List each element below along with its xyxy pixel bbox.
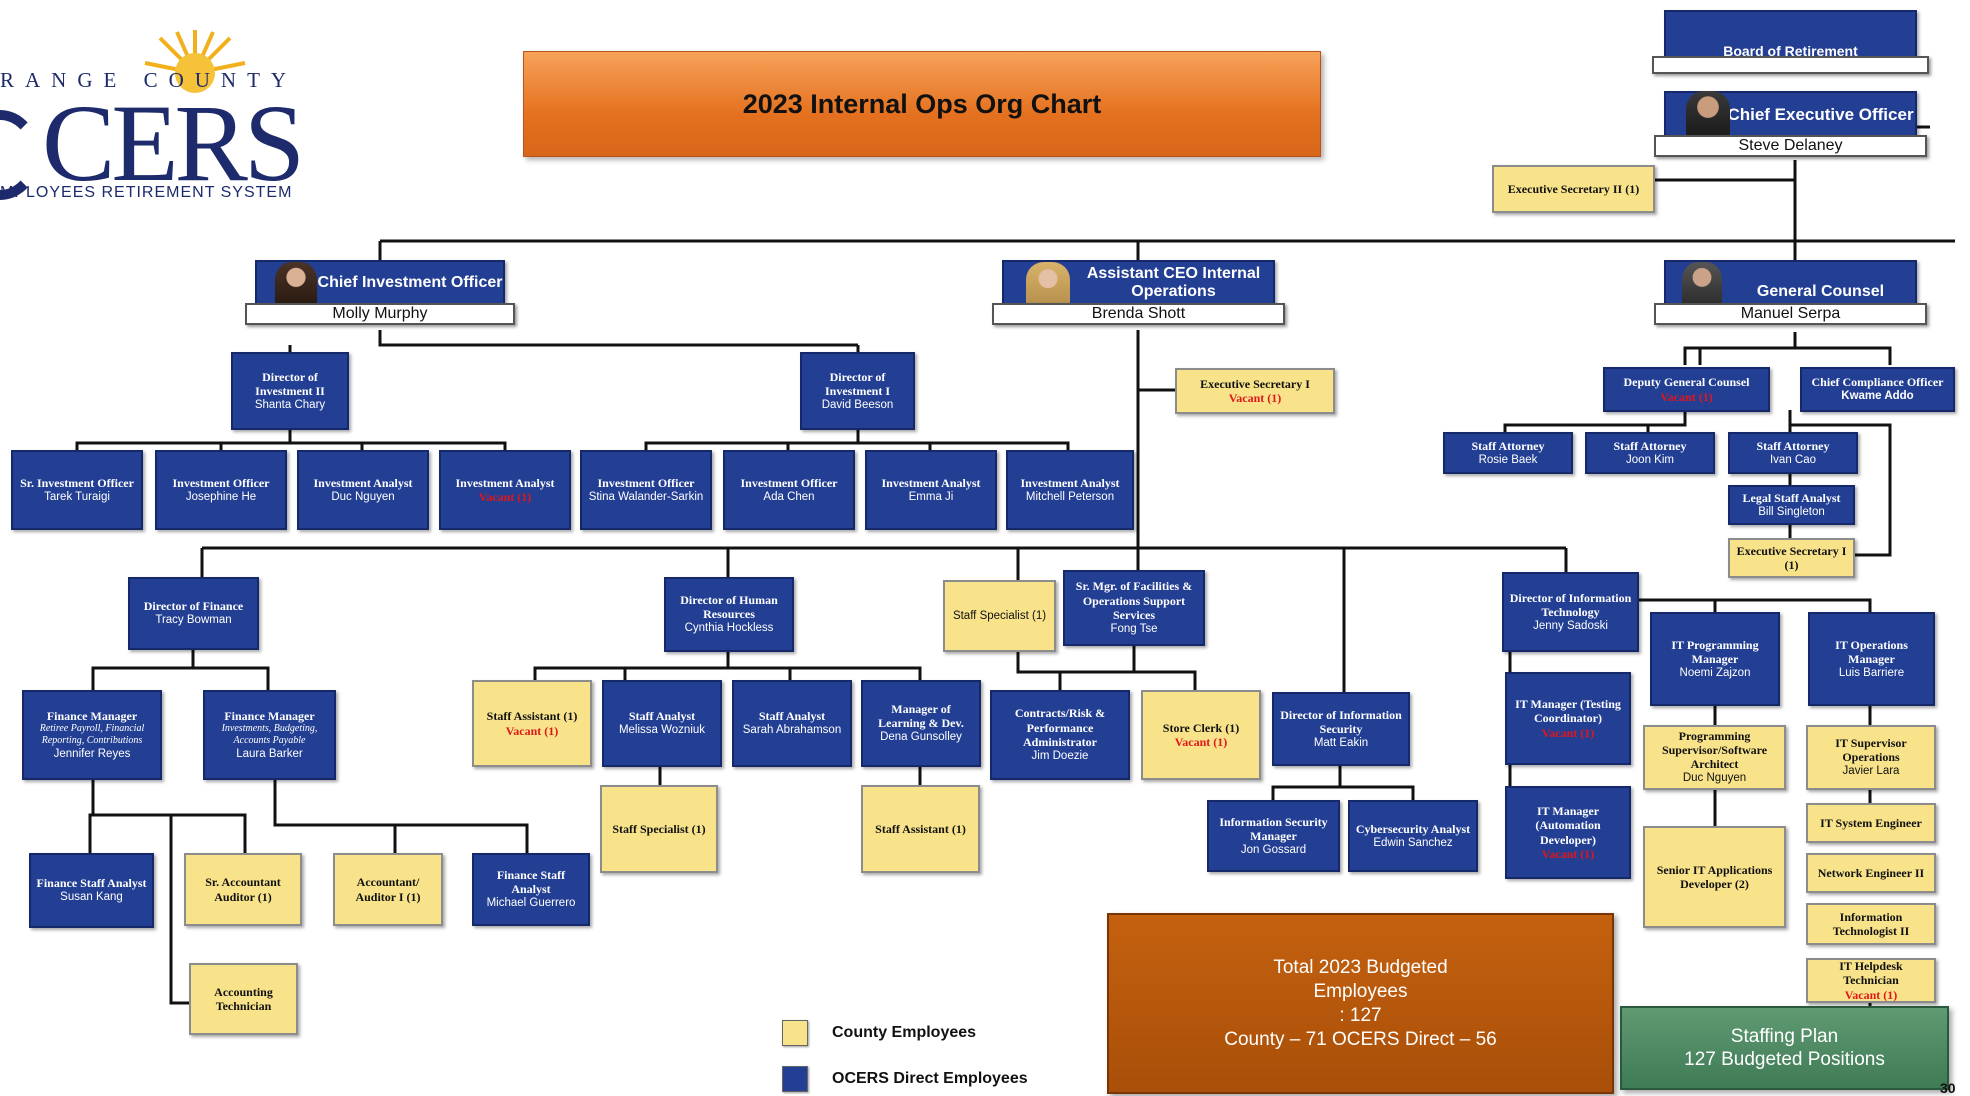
cio-box: Chief Investment Officer Molly Murphy [245, 260, 515, 335]
ceo-photo [1686, 91, 1730, 137]
it-system-engineer: IT System Engineer [1806, 803, 1936, 843]
accountant-auditor-i: Accountant/ Auditor I (1) [333, 853, 443, 926]
manager-learning-development: Manager of Learning & Dev.Dena Gunsolley [861, 680, 981, 767]
hr-staff-assistant-2: Staff Assistant (1) [861, 785, 980, 873]
general-counsel-photo [1682, 262, 1722, 306]
page-title: 2023 Internal Ops Org Chart [523, 51, 1321, 157]
exec-secretary-legal: Executive Secretary I(1) [1728, 538, 1855, 578]
ceo-name: Steve Delaney [1654, 135, 1927, 157]
staffing-plan: Staffing Plan 127 Budgeted Positions [1620, 1006, 1949, 1090]
hr-staff-assistant: Staff Assistant (1)Vacant (1) [472, 680, 592, 767]
hr-staff-specialist: Staff Specialist (1) [600, 785, 718, 873]
logo-top-text: RANGE COUNTY [0, 68, 298, 92]
general-counsel-name: Manuel Serpa [1654, 303, 1927, 325]
network-engineer-ii: Network Engineer II [1806, 853, 1936, 893]
logo-main-text: CERS [0, 88, 305, 200]
assistant-ceo-box: Assistant CEO Internal Operations Brenda… [992, 260, 1285, 335]
exec-secretary-ceo: Executive Secretary II (1) [1492, 165, 1655, 213]
programming-supervisor: Programming Supervisor/Software Architec… [1643, 725, 1786, 790]
cio-photo [275, 262, 317, 306]
legend-county: County Employees [782, 1020, 976, 1046]
assistant-ceo-name: Brenda Shott [992, 303, 1285, 325]
logo-sub-text: MPLOYEES RETIREMENT SYSTEM [0, 184, 293, 201]
legend-county-swatch [782, 1020, 808, 1046]
total-budgeted-employees: Total 2023 Budgeted Employees : 127 Coun… [1107, 913, 1614, 1094]
it-manager-automation: IT Manager (Automation Developer)Vacant … [1505, 786, 1631, 879]
sr-manager-facilities: Sr. Mgr. of Facilities & Operations Supp… [1063, 570, 1205, 646]
senior-it-applications-developer: Senior IT Applications Developer (2) [1643, 826, 1786, 928]
contracts-risk-administrator: Contracts/Risk & Performance Administrat… [990, 690, 1130, 780]
store-clerk: Store Clerk (1)Vacant (1) [1141, 690, 1261, 780]
accounting-technician: Accounting Technician [189, 963, 298, 1035]
sr-accountant-auditor: Sr. Accountant Auditor (1) [184, 853, 302, 926]
staff-specialist-facilities: Staff Specialist (1) [943, 580, 1056, 652]
sun-icon [144, 30, 246, 93]
board-of-retirement: Board of Retirement [1652, 10, 1929, 78]
legend-ocers: OCERS Direct Employees [782, 1066, 1028, 1092]
general-counsel-box: General Counsel Manuel Serpa [1654, 260, 1927, 335]
information-technologist-ii: Information Technologist II [1806, 903, 1936, 945]
ocers-logo: RANGE COUNTY CERS MPLOYEES RETIREMENT SY… [0, 28, 370, 208]
cio-name: Molly Murphy [245, 303, 515, 325]
legend-ocers-swatch [782, 1066, 808, 1092]
assistant-ceo-photo [1026, 262, 1070, 306]
it-manager-testing: IT Manager (Testing Coordinator)Vacant (… [1505, 672, 1631, 765]
page-number: 30 [1940, 1080, 1956, 1096]
ceo-box: Chief Executive Officer Steve Delaney [1654, 91, 1927, 161]
